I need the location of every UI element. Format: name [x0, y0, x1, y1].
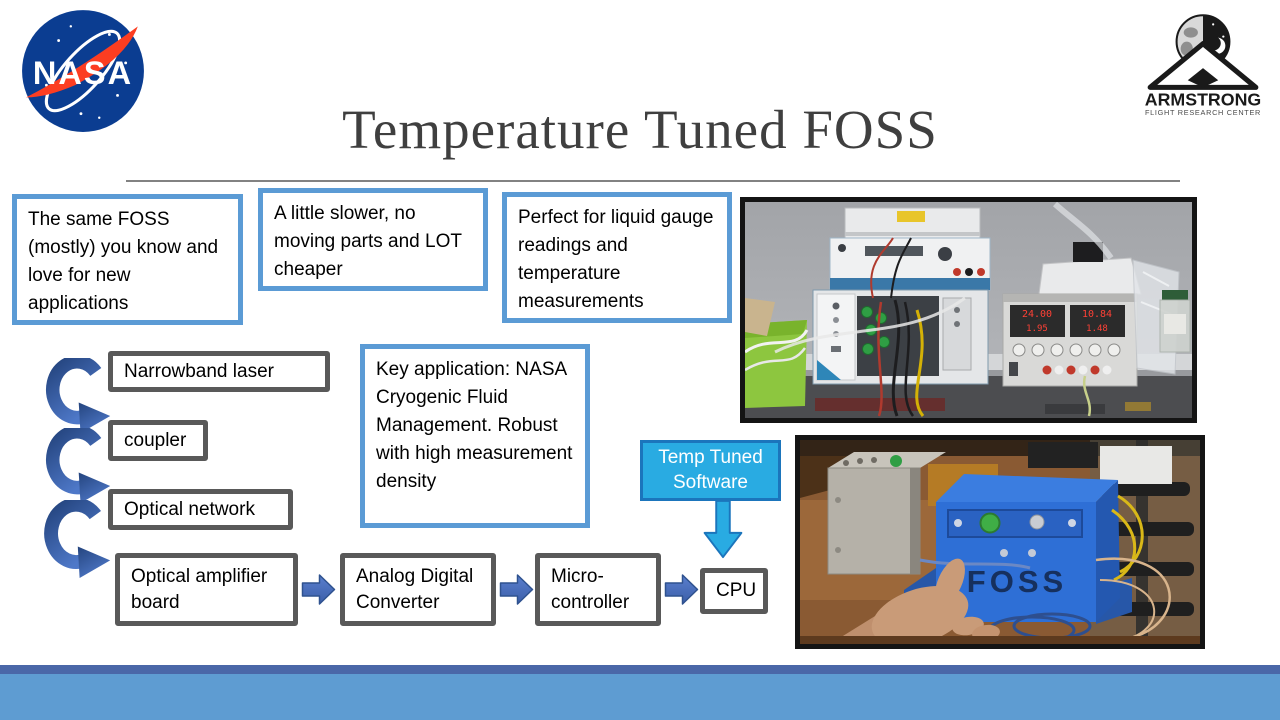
flow-box-microcontroller: Micro-controller	[535, 553, 661, 626]
psu-display-2: 1.95	[1026, 324, 1048, 334]
lab-equipment-photo: 24.00 1.95 10.84 1.48	[740, 197, 1197, 423]
footer-accent-bar	[0, 665, 1280, 674]
flow-box-cpu: CPU	[700, 568, 768, 614]
armstrong-subtitle: FLIGHT RESEARCH CENTER	[1145, 108, 1261, 117]
curved-arrow-icon-2	[46, 428, 111, 504]
info-box-slower-cheaper: A little slower, no moving parts and LOT…	[258, 188, 488, 291]
key-application-text: Key application: NASA Cryogenic Fluid Ma…	[376, 359, 573, 492]
info-box-same-foss: The same FOSS (mostly) you know and love…	[12, 194, 243, 325]
right-arrow-icon-3	[664, 574, 699, 605]
psu-display-4: 1.48	[1086, 324, 1108, 334]
psu-knobs	[1012, 343, 1121, 357]
foss-label: FOSS	[967, 564, 1067, 599]
fiber-wires	[919, 494, 1171, 644]
nasa-wordmark: NASA	[33, 55, 133, 91]
flow-box-adc: Analog Digital Converter	[340, 553, 496, 626]
flow-box-label: Micro-controller	[551, 566, 630, 613]
flow-box-optical-amplifier: Optical amplifier board	[115, 553, 298, 626]
curved-arrow-icon-3	[44, 500, 111, 578]
software-box: Temp Tuned Software	[640, 440, 781, 501]
software-box-label: Temp Tuned Software	[658, 446, 763, 493]
green-button-icon	[979, 512, 1001, 534]
info-box-liquid-gauge: Perfect for liquid gauge readings and te…	[502, 192, 732, 323]
down-arrow-icon	[703, 500, 743, 559]
flow-box-label: Optical amplifier board	[131, 566, 268, 613]
page-title: Temperature Tuned FOSS	[342, 99, 938, 160]
armstrong-logo: ARMSTRONG FLIGHT RESEARCH CENTER	[1145, 14, 1261, 117]
title-underline	[126, 180, 1180, 182]
flow-box-label: Analog Digital Converter	[356, 566, 474, 613]
flow-box-label: Optical network	[124, 498, 255, 520]
foss-device-photo: FOSS	[795, 435, 1205, 649]
metal-box	[827, 452, 946, 575]
footer-bar	[0, 674, 1280, 720]
flow-box-label: Narrowband laser	[124, 360, 274, 382]
glass-jar	[1159, 290, 1191, 353]
key-application-box: Key application: NASA Cryogenic Fluid Ma…	[360, 344, 590, 528]
nasa-logo: NASA	[22, 10, 144, 132]
armstrong-name: ARMSTRONG	[1145, 90, 1261, 110]
psu-display-1: 24.00	[1022, 309, 1052, 320]
right-arrow-icon-1	[301, 574, 336, 605]
flow-box-coupler: coupler	[108, 420, 208, 461]
info-box-text: A little slower, no moving parts and LOT…	[274, 203, 462, 280]
green-bin	[745, 298, 809, 408]
right-arrow-icon-2	[499, 574, 534, 605]
flow-box-label: CPU	[716, 580, 757, 602]
power-supply: 24.00 1.95 10.84 1.48	[1002, 242, 1142, 417]
flow-box-narrowband-laser: Narrowband laser	[108, 351, 330, 392]
psu-binding-posts	[1042, 365, 1112, 375]
info-box-text: The same FOSS (mostly) you know and love…	[28, 209, 219, 314]
curved-arrow-icon-1	[46, 358, 111, 434]
info-box-text: Perfect for liquid gauge readings and te…	[518, 207, 714, 312]
nasa-orbit-icon	[44, 29, 122, 113]
flow-box-optical-network: Optical network	[108, 489, 293, 530]
flow-box-label: coupler	[124, 429, 187, 451]
psu-display-3: 10.84	[1082, 309, 1112, 320]
